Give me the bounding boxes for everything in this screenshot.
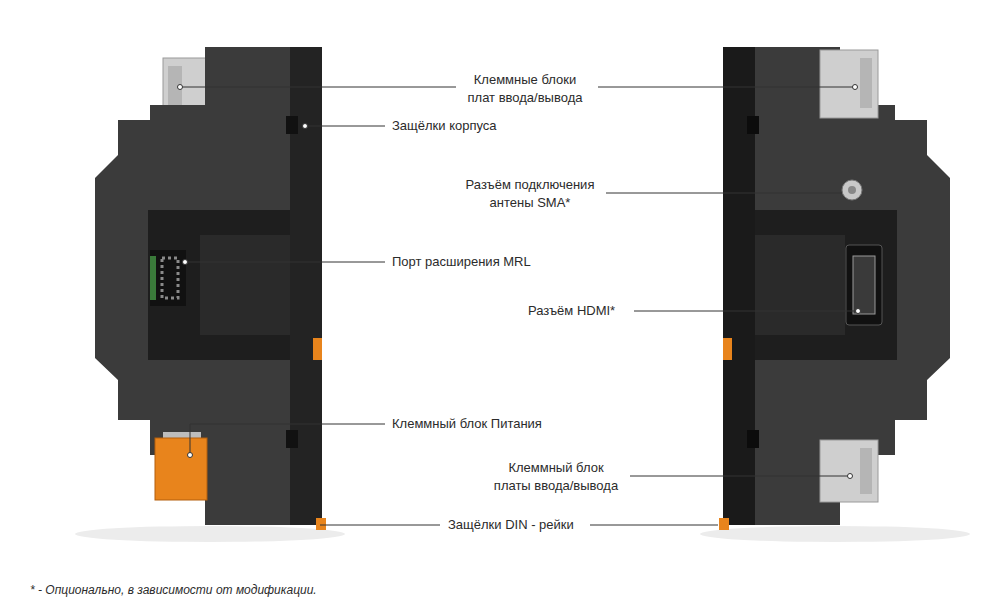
leader-dot [178, 85, 183, 90]
io-terminal-block [820, 440, 878, 502]
din-latch [719, 518, 729, 530]
shadow [75, 526, 345, 542]
leader-line [305, 126, 385, 127]
leader-dot [856, 309, 861, 314]
din-latch [316, 518, 326, 530]
mrl-board [150, 256, 156, 300]
housing-latch [286, 430, 298, 448]
shadow [700, 526, 970, 542]
leader-line [598, 87, 855, 88]
recess-inner [200, 235, 290, 335]
callout-label: Разъём подключения антены SMA* [460, 176, 600, 212]
terminal-detail [168, 66, 182, 106]
leader-line [185, 262, 385, 263]
right-device [700, 47, 970, 542]
leader-dots [178, 85, 861, 479]
recess-inner [755, 235, 845, 335]
io-terminal-block [820, 50, 878, 118]
leader-dot [848, 474, 853, 479]
sma-core [848, 186, 856, 194]
callout-label: Клеммный блок платы ввода/вывода [493, 459, 619, 495]
terminal-detail [860, 448, 872, 494]
terminal-detail [860, 58, 872, 108]
callout-label: Защёлки DIN - рейки [448, 516, 574, 534]
hdmi-socket [853, 256, 875, 314]
housing-latch [286, 116, 298, 134]
leader-dot [303, 124, 308, 129]
recess [148, 210, 290, 360]
leader-line [180, 87, 456, 88]
leader-dot [188, 453, 193, 458]
callout-label: Защёлки корпуса [392, 117, 497, 135]
din-latch [313, 338, 322, 360]
mrl-port [150, 250, 186, 306]
leader-line [606, 193, 842, 194]
recess [755, 210, 897, 360]
housing-latch [747, 430, 759, 448]
hdmi-connector [846, 245, 882, 325]
callout-label: Клеммные блоки плат ввода/вывода [462, 71, 588, 107]
callout-label: Разъём HDMI* [528, 302, 615, 320]
din-latch [723, 338, 732, 360]
housing [725, 47, 950, 525]
leader-line [190, 424, 385, 455]
callout-label: Порт расширения MRL [392, 253, 531, 271]
left-device [75, 47, 345, 542]
leader-line [320, 525, 440, 526]
leader-line [634, 311, 858, 312]
mrl-pins [162, 258, 178, 298]
leader-dot [183, 260, 188, 265]
footnote-caption: * - Опционально, в зависимости от модифи… [30, 582, 317, 598]
callout-label: Клеммный блок Питания [392, 415, 542, 433]
power-terminal-block [155, 438, 207, 500]
leader-dot [853, 85, 858, 90]
leader-line [630, 476, 850, 477]
sma-connector [842, 180, 862, 200]
housing-latch [747, 116, 759, 134]
housing [95, 47, 320, 525]
leader-lines [180, 87, 858, 525]
leader-line [590, 525, 718, 526]
